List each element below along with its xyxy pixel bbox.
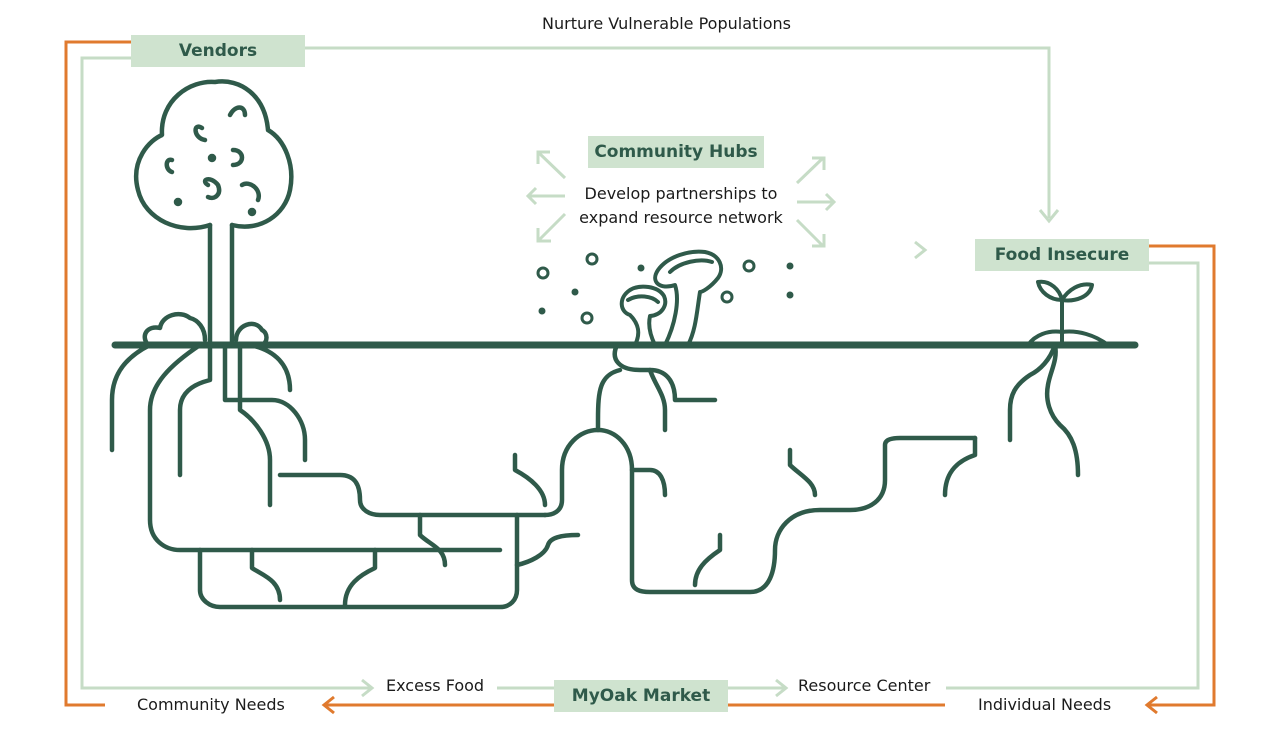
hub-description: Develop partnerships to expand resource … xyxy=(565,182,797,230)
excess-food-arrowhead xyxy=(361,678,375,698)
mushroom-icon xyxy=(608,249,724,347)
hub-description-line2: expand resource network xyxy=(579,208,783,227)
seedling-icon xyxy=(1026,279,1110,347)
excess-food-label: Excess Food xyxy=(386,676,485,695)
hub-arrows xyxy=(525,150,837,248)
community-needs-label: Community Needs xyxy=(137,695,285,714)
individual-needs-label: Individual Needs xyxy=(978,695,1112,714)
hub-description-line1: Develop partnerships to xyxy=(584,184,778,203)
right-orange-loop xyxy=(1148,244,1216,707)
food-insecure-node: Food Insecure xyxy=(975,239,1149,271)
community-hubs-node: Community Hubs xyxy=(588,136,764,168)
orange-flow-lines xyxy=(64,40,1216,715)
resource-center-label: Resource Center xyxy=(798,676,931,695)
tree-icon xyxy=(134,79,294,348)
community-needs-arrowhead xyxy=(321,695,335,715)
left-orange-loop xyxy=(64,40,131,707)
vendors-left-inner-line xyxy=(80,56,370,690)
small-chevron xyxy=(914,240,928,260)
vendors-to-food-insecure-arrowhead xyxy=(1038,209,1060,224)
light-flow-lines xyxy=(80,46,1200,698)
individual-needs-arrowhead xyxy=(1144,695,1158,715)
root-network xyxy=(109,341,1139,610)
diagram-title: Nurture Vulnerable Populations xyxy=(542,14,791,33)
vendors-to-food-insecure-line xyxy=(305,46,1051,218)
spores xyxy=(536,252,794,325)
right-inner-line xyxy=(946,261,1200,690)
resource-arrowhead xyxy=(775,678,789,698)
vendors-node: Vendors xyxy=(131,35,305,67)
myoak-market-node: MyOak Market xyxy=(554,680,728,712)
